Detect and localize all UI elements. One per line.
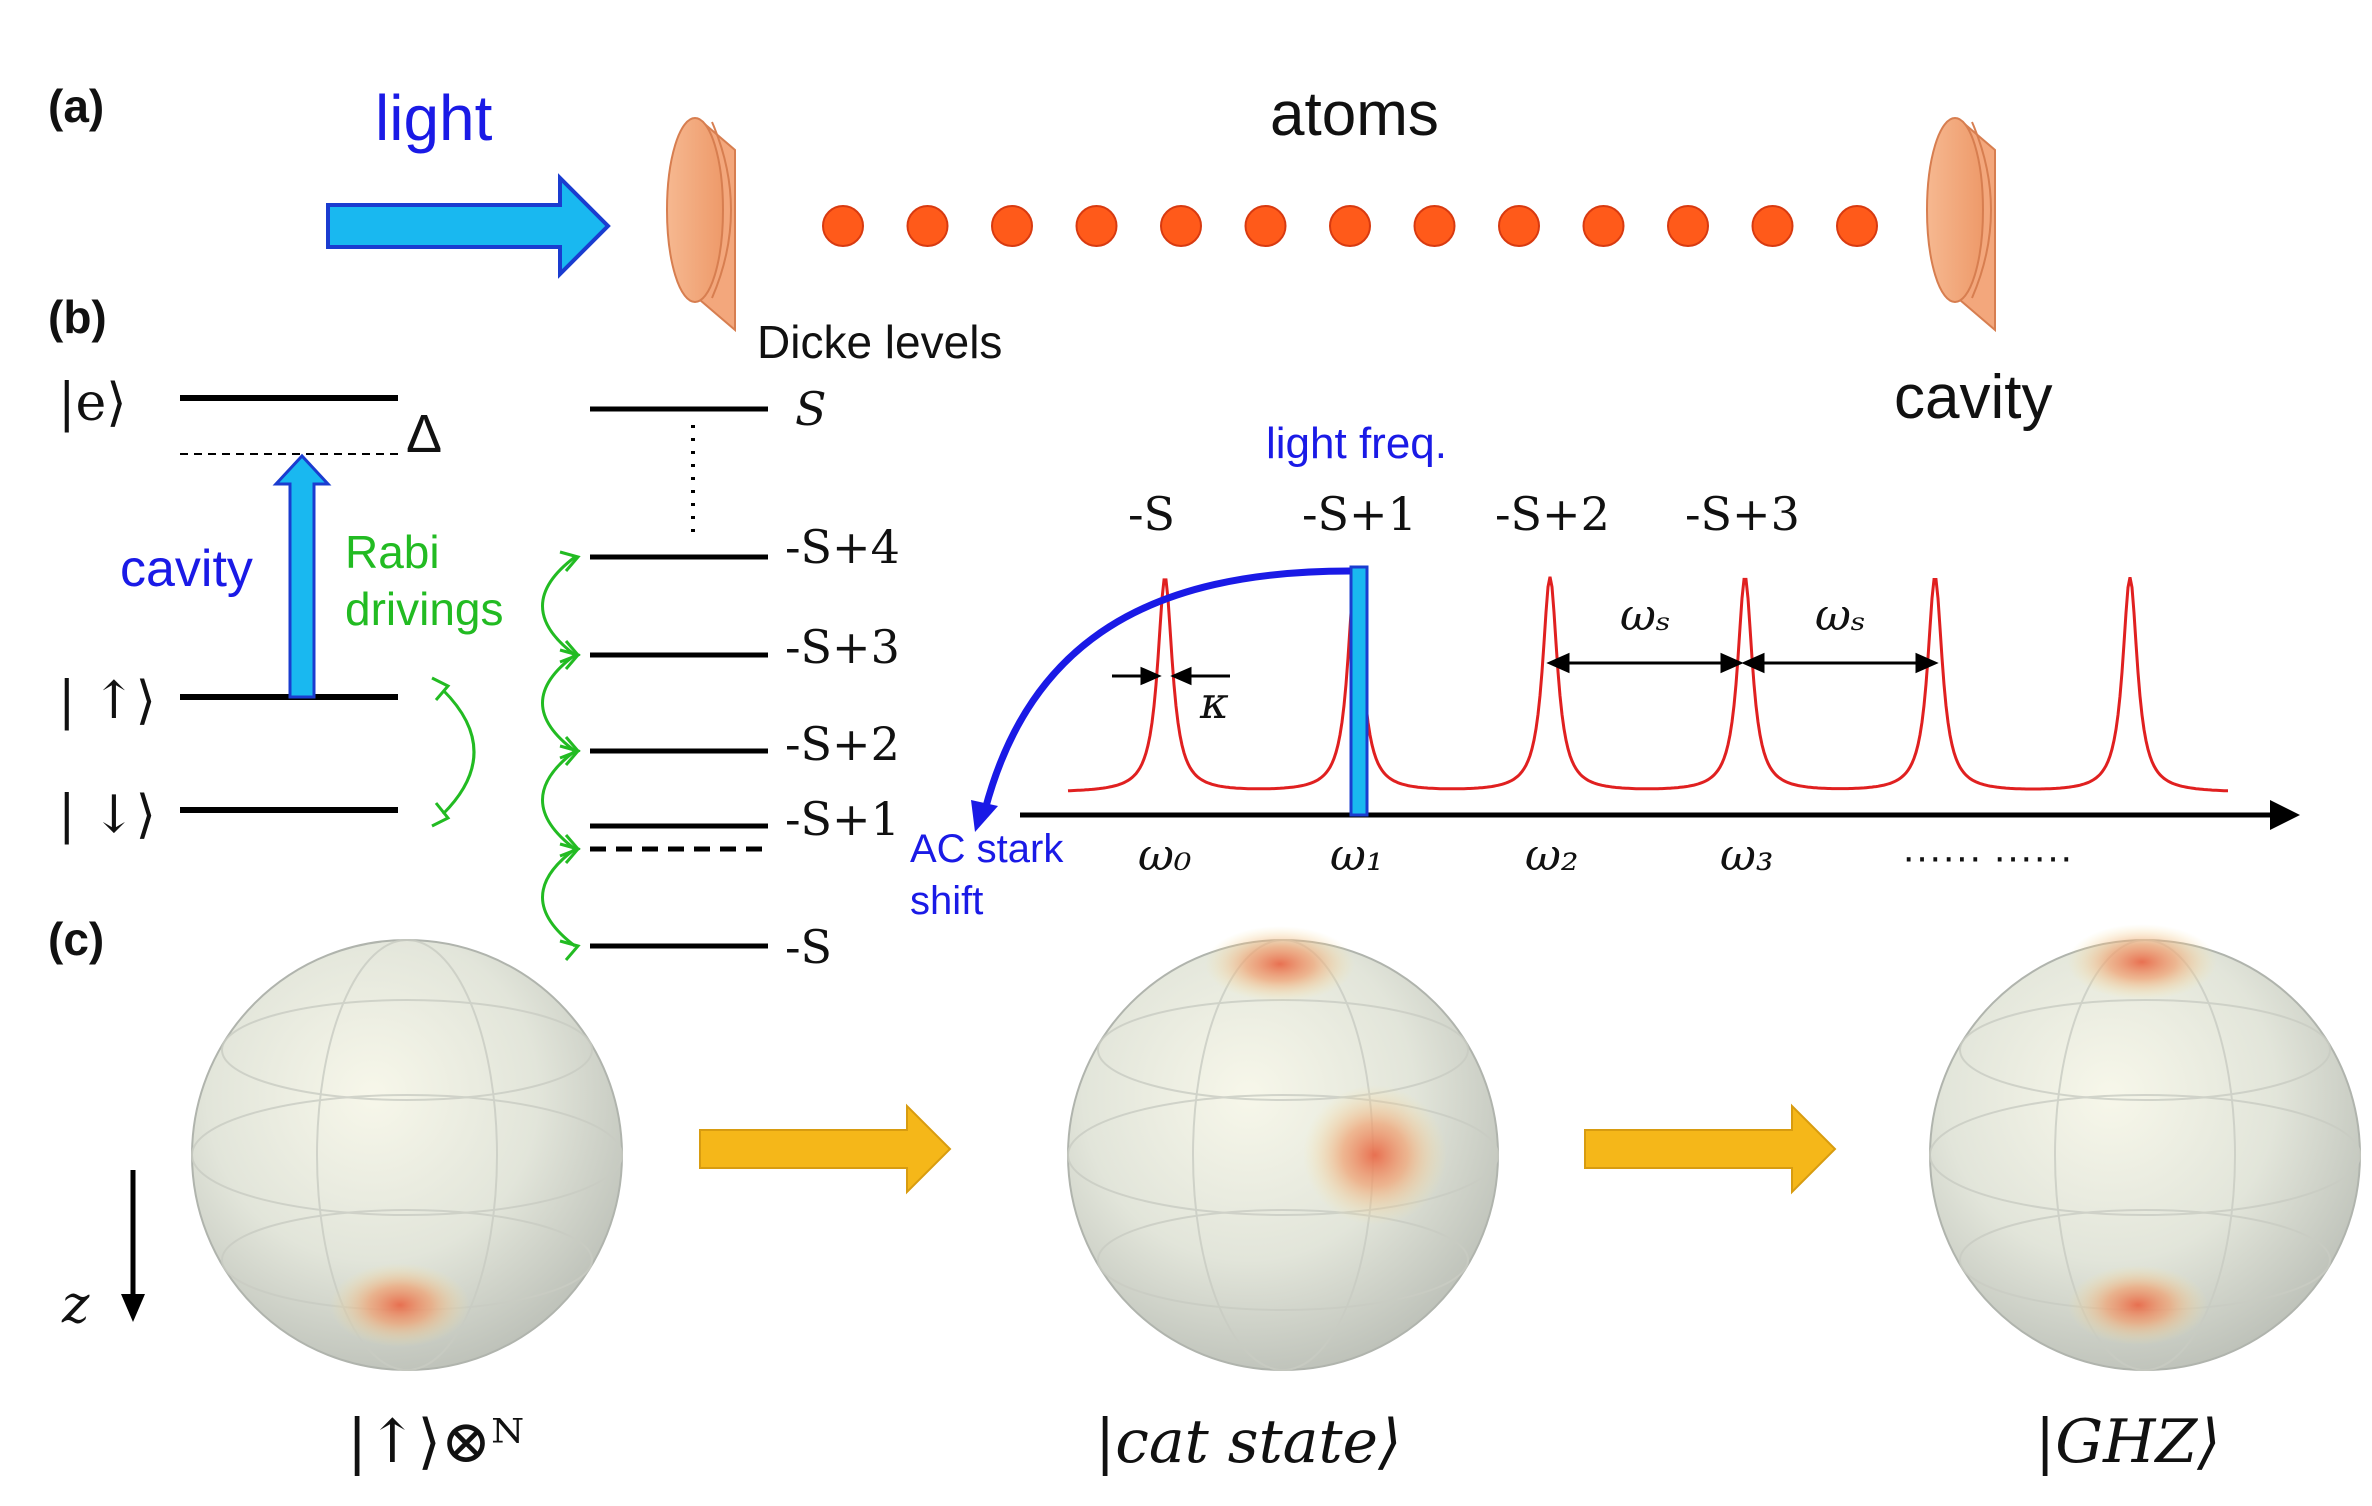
- atoms-label: atoms: [1270, 80, 1439, 149]
- peak-label: -S+2: [1495, 487, 1610, 541]
- dicke-levels-title: Dicke levels: [757, 316, 1002, 368]
- frequency-axis-arrowhead: [2270, 800, 2300, 830]
- peak-labels: -S -S+1 -S+2 -S+3: [1128, 487, 1800, 541]
- omega-s-label-1: ωₛ: [1620, 590, 1671, 641]
- kappa-width-indicator: [1112, 666, 1230, 686]
- rabi-label-line1: Rabi: [345, 526, 440, 578]
- omega-s-label-2: ωₛ: [1815, 590, 1866, 641]
- spectrum-curve: [1067, 576, 2228, 793]
- atom-dot: [1075, 205, 1118, 247]
- bloch-sphere-initial: [191, 939, 623, 1371]
- dicke-label-m4: -S+4: [785, 520, 900, 574]
- atom-dot: [1498, 205, 1540, 247]
- cavity-label: cavity: [1894, 363, 2052, 432]
- kappa-label: κ: [1199, 678, 1229, 729]
- ac-stark-arrowhead: [971, 800, 998, 832]
- state-label-initial: |↑⟩⊗ᴺ: [347, 1407, 524, 1477]
- continuation-dots: ······ ······: [1902, 835, 2073, 879]
- atom-dot: [822, 205, 864, 247]
- panel-label-b: (b): [48, 291, 107, 343]
- dicke-label-m1: -S+1: [785, 792, 900, 846]
- z-axis-label: z: [61, 1275, 90, 1335]
- atom-dot: [1413, 205, 1456, 247]
- cavity-mirror-left: [666, 117, 736, 333]
- bloch-sphere-cat: [1067, 926, 1499, 1371]
- light-frequency-marker: [1349, 565, 1369, 817]
- transition-arrow-2: [1584, 1103, 1837, 1195]
- transition-arrow-1: [699, 1103, 952, 1195]
- atom-dot: [906, 205, 949, 247]
- omega-label: ω₁: [1330, 830, 1384, 881]
- rabi-arrow-atom: [431, 676, 476, 828]
- cavity-mirror-right: [1926, 117, 1996, 333]
- atoms-row: [822, 205, 1878, 247]
- level-e-label: |e⟩: [58, 373, 127, 433]
- atom-dot: [1667, 205, 1709, 247]
- level-down-label: | ↓⟩: [58, 785, 156, 845]
- atom-dot: [1160, 205, 1202, 247]
- light-freq-label: light freq.: [1266, 419, 1447, 468]
- ac-stark-label-line1: AC stark: [910, 827, 1064, 871]
- atom-dot: [1244, 205, 1287, 247]
- dicke-label-top: S: [795, 382, 827, 436]
- ac-stark-arrow: [981, 567, 1351, 811]
- dicke-label-m3: -S+3: [785, 620, 900, 674]
- ac-stark-label-line2: shift: [910, 879, 983, 923]
- bloch-sphere-ghz: [1929, 924, 2361, 1371]
- rabi-arrows-dicke: [541, 550, 581, 961]
- omega-labels: ω₀ ω₁ ω₂ ω₃: [1138, 830, 1774, 881]
- panel-label-c: (c): [48, 913, 104, 965]
- peak-label: -S: [1128, 487, 1175, 541]
- omega-label: ω₂: [1525, 830, 1579, 881]
- panel-label-a: (a): [48, 80, 104, 132]
- spacing-arrow-1: [1546, 652, 1744, 674]
- cavity-drive-label: cavity: [120, 540, 253, 598]
- dicke-label-m0: -S: [785, 920, 832, 974]
- atom-dot: [1329, 205, 1371, 247]
- cavity-pump-arrow: [272, 453, 332, 699]
- level-up-label: | ↑⟩: [58, 671, 156, 731]
- state-label-ghz: |GHZ⟩: [2035, 1407, 2221, 1477]
- light-arrow: [326, 173, 611, 279]
- state-label-cat: |cat state⟩: [1095, 1407, 1401, 1477]
- omega-label: ω₃: [1720, 830, 1774, 881]
- light-label: light: [375, 82, 493, 154]
- dicke-label-m2: -S+2: [785, 717, 900, 771]
- z-axis-arrowhead: [121, 1294, 145, 1322]
- atom-dot: [991, 205, 1033, 247]
- peak-label: -S+3: [1685, 487, 1800, 541]
- rabi-label-line2: drivings: [345, 583, 504, 635]
- atom-dot: [1836, 205, 1878, 247]
- spacing-arrow-2: [1741, 652, 1939, 674]
- detuning-delta: Δ: [406, 404, 442, 464]
- peak-label: -S+1: [1302, 487, 1417, 541]
- omega-label: ω₀: [1138, 830, 1192, 881]
- atom-dot: [1751, 205, 1794, 247]
- atom-dot: [1582, 205, 1625, 247]
